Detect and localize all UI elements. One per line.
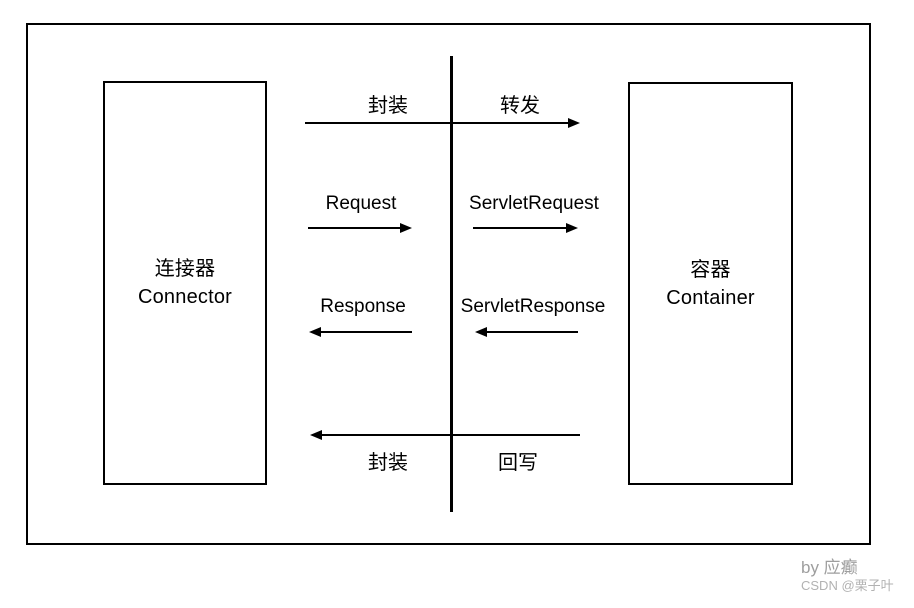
arrow-response xyxy=(309,327,412,337)
label-forward: 转发 xyxy=(500,95,540,117)
arrowhead-left-icon xyxy=(310,430,322,440)
label-response: Response xyxy=(320,296,406,317)
connector-box: 连接器 Connector xyxy=(103,81,267,485)
watermark-byline: by 应癫 xyxy=(801,558,858,577)
arrowhead-left-icon xyxy=(475,327,487,337)
label-servlet-request: ServletRequest xyxy=(469,193,599,214)
watermark-source: CSDN @栗子叶 xyxy=(801,578,894,594)
container-label-en: Container xyxy=(666,286,755,309)
boundary-line xyxy=(450,56,453,512)
arrow-servlet-response xyxy=(475,327,578,337)
arrow-write-back-encapsulate xyxy=(310,430,580,440)
container-box: 容器 Container xyxy=(628,82,793,485)
arrow-shaft xyxy=(305,122,568,124)
watermark: by 应癫 CSDN @栗子叶 xyxy=(801,557,894,595)
container-label-zh: 容器 xyxy=(690,258,731,281)
label-write-back: 回写 xyxy=(498,452,538,474)
label-servlet-response: ServletResponse xyxy=(460,296,606,317)
arrow-shaft xyxy=(321,331,412,333)
arrowhead-right-icon xyxy=(566,223,578,233)
label-request: Request xyxy=(325,193,397,214)
diagram-outer-frame xyxy=(26,23,871,545)
arrow-request xyxy=(308,223,412,233)
label-encapsulate-top: 封装 xyxy=(368,95,408,117)
arrow-shaft xyxy=(473,227,566,229)
arrowhead-left-icon xyxy=(309,327,321,337)
connector-label-en: Connector xyxy=(137,286,233,308)
label-encapsulate-bottom: 封装 xyxy=(368,452,408,474)
arrowhead-right-icon xyxy=(400,223,412,233)
arrow-shaft xyxy=(308,227,400,229)
arrow-encapsulate-forward xyxy=(305,118,580,128)
arrow-shaft xyxy=(322,434,580,436)
arrow-shaft xyxy=(487,331,578,333)
arrow-servlet-request xyxy=(473,223,578,233)
connector-label-zh: 连接器 xyxy=(154,258,216,280)
arrowhead-right-icon xyxy=(568,118,580,128)
